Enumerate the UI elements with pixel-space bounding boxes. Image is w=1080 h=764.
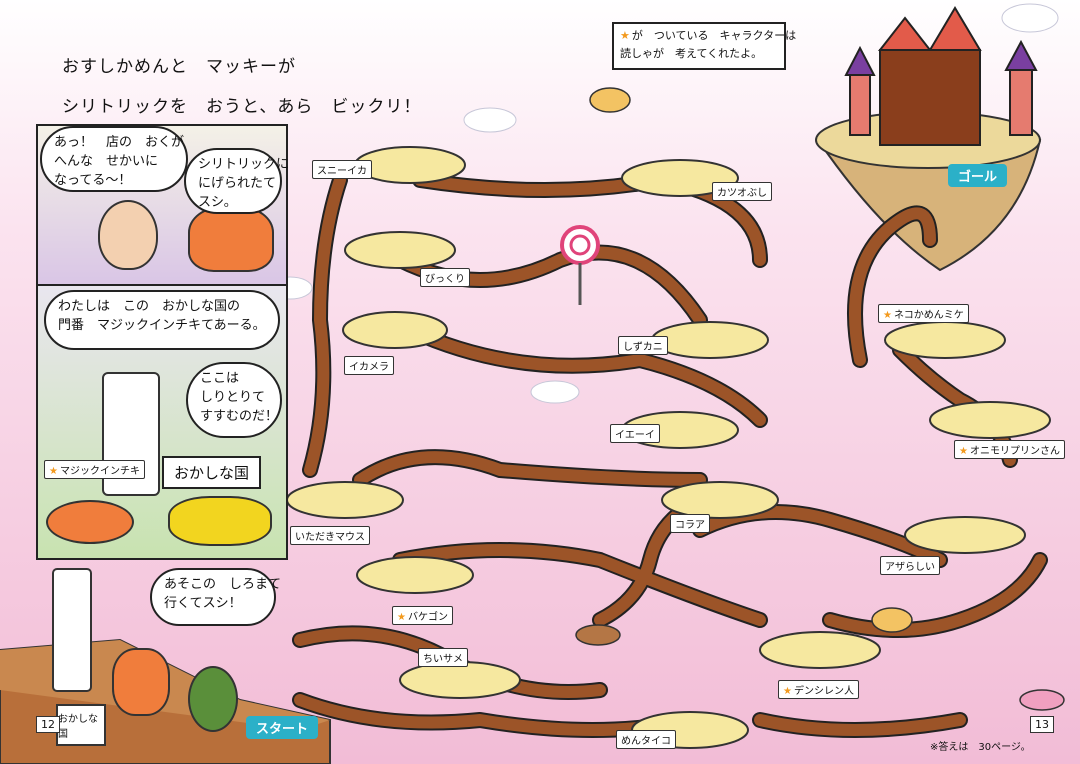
platform-ikamera [342, 311, 448, 349]
label-men-taiko: めんタイコ [616, 730, 676, 749]
castle [879, 49, 981, 146]
donut [1019, 689, 1065, 711]
speech-bubble-1: あっ！ 店の おくが へんな せかいに なってる～！ [40, 126, 188, 192]
platform-purin [929, 401, 1051, 439]
platform-denshiren [759, 631, 881, 669]
star-icon: ★ [620, 29, 630, 42]
platform-nekokamen [884, 321, 1006, 359]
label-koraa: コラア [670, 514, 710, 533]
macaron [589, 87, 631, 113]
label-magic-inchiki: ★マジックインチキ [44, 460, 145, 479]
speech-bubble-3: わたしは この おかしな国の 門番 マジックインチキてあーる。 [44, 290, 280, 350]
label-chii-same: ちいサメ [418, 648, 468, 667]
label-bikkuri: びっくり [420, 268, 470, 287]
speech-bubble-2: シリトリックに にげられたて スシ。 [184, 148, 289, 214]
platform-katsuobushi [621, 159, 739, 197]
star-icon: ★ [397, 612, 406, 623]
platform-azarashii [904, 516, 1026, 554]
reader-note: ★が ついている キャラクターは 読しゃが 考えてくれたよ。 [612, 22, 796, 70]
platform-chii-same [399, 661, 521, 699]
star-icon: ★ [49, 466, 58, 477]
label-denshiren-jin: ★デンシレン人 [778, 680, 859, 699]
platform-shizukani [651, 321, 769, 359]
donut [575, 624, 621, 646]
star-icon: ★ [959, 446, 968, 457]
star-icon: ★ [783, 686, 792, 697]
page-number-left: 12 [36, 716, 60, 733]
label-bakegon: ★バケゴン [392, 606, 453, 625]
character-mackey-face [98, 200, 158, 270]
label-itadaki-mouse: いただきマウス [290, 526, 370, 545]
label-katsuobushi: カツオぶし [712, 182, 772, 201]
star-icon: ★ [883, 310, 892, 321]
character-sushi-mask-face [188, 206, 274, 272]
gate-sign-text: おかしな国 [58, 714, 98, 740]
label-nekokamen-mike: ★ネコかめんミケ [878, 304, 969, 323]
character-magic-inchiki-start [52, 568, 92, 692]
label-iei: イエーイ [610, 424, 660, 443]
sushi-shape [46, 500, 134, 544]
character-sushi-mask [112, 648, 170, 716]
cloud [1001, 3, 1059, 33]
cloud [463, 107, 517, 133]
lollipop [560, 225, 600, 265]
page-number-right: 13 [1030, 716, 1054, 733]
platform-bikkuri [344, 231, 456, 269]
label-sunii-ika: スニーイカ [312, 160, 372, 179]
note-line-2: 読しゃが 考えてくれたよ。 [620, 46, 763, 60]
character-mackey [188, 666, 238, 732]
platform-bakegon [356, 556, 474, 594]
label-ikamera: イカメラ [344, 356, 394, 375]
sign-okashina-kuni: おかしな国 [162, 456, 262, 489]
label-azarashii: アザらしい [880, 556, 940, 575]
cloud [530, 380, 580, 404]
speech-bubble-4: ここは しりとりて すすむのだ！ [186, 362, 282, 438]
platform-mouse [286, 481, 404, 519]
platform-koraa [661, 481, 779, 519]
burst-shape [168, 496, 272, 546]
start-label: スタート [246, 716, 319, 739]
label-omori-purin: ★オニモリプリンさん [954, 440, 1065, 459]
note-line-1: が ついている キャラクターは [631, 29, 797, 42]
goal-label: ゴール [948, 164, 1008, 187]
intro-line-2: シリトリックを おうと、あら ビックリ！ [62, 97, 422, 117]
label-shizukani: しずカニ [618, 336, 668, 355]
macaron [871, 607, 913, 633]
intro-line-1: おすしかめんと マッキーが [62, 57, 296, 77]
speech-bubble-5: あそこの しろまて 行くてスシ！ [150, 568, 281, 626]
gate-sign: おかしな国 [56, 704, 106, 746]
answer-note: ※答えは 30ページ。 [930, 742, 1031, 753]
